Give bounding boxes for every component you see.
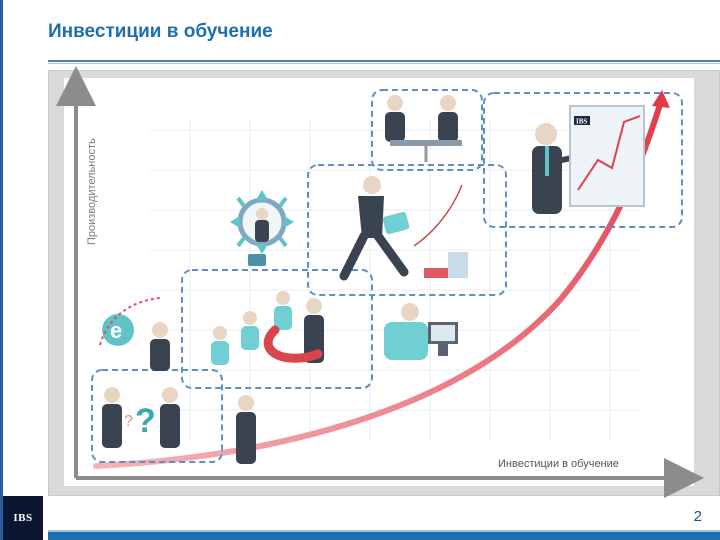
x-axis-label: Инвестиции в обучение <box>498 458 619 470</box>
monitor-logo: IBS <box>576 118 587 126</box>
ibs-logo: IBS <box>3 496 43 540</box>
footer-bar <box>48 532 720 540</box>
small-question-mark: ? <box>124 413 133 430</box>
question-mark: ? <box>135 402 156 440</box>
page-number: 2 <box>694 508 702 525</box>
y-axis-label: Производительность <box>86 138 98 245</box>
